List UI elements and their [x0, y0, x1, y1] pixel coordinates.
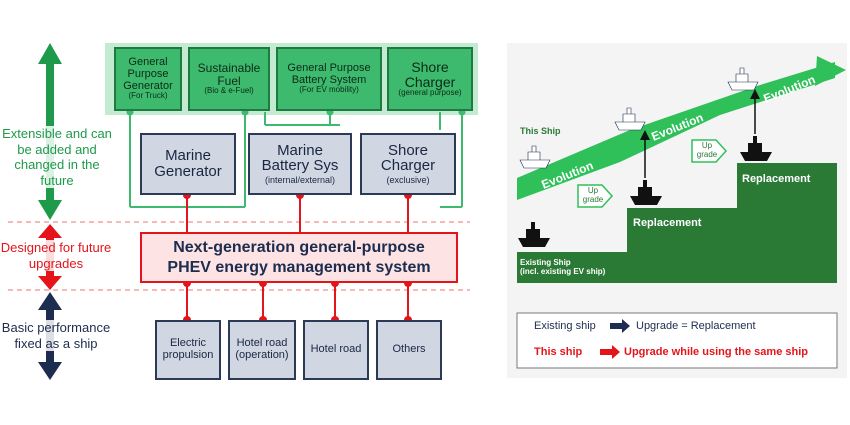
upgrade-label-1: Up grade: [582, 186, 604, 204]
staircase-existing-path: [517, 163, 837, 283]
module-title: Marine Generator: [154, 147, 222, 180]
legend-box: [516, 312, 838, 369]
core-line-1: Next-generation general-purpose: [173, 238, 425, 256]
evolution-arrow-head: [815, 56, 846, 86]
module-shore-charger-exclusive: Shore Charger (exclusive): [360, 133, 456, 195]
this-ship-label: This Ship: [520, 126, 561, 136]
module-subtitle: (For Truck): [128, 91, 168, 101]
legend-row1-text: Upgrade = Replacement: [636, 320, 756, 332]
existing-ship-icons: [518, 136, 772, 247]
module-subtitle: (Bio & e-Fuel): [204, 86, 254, 96]
module-shore-charger-general: Shore Charger (general purpose): [387, 47, 473, 111]
core-line-2: PHEV energy management system: [167, 258, 431, 276]
label-extensible: Extensible and can be added and changed …: [2, 126, 112, 189]
existing-ship-subtitle: (incl. existing EV ship): [520, 267, 606, 277]
upgrade-callouts: [577, 139, 728, 208]
module-subtitle: (For EV mobility): [299, 85, 359, 95]
module-title: Hotel road (operation): [235, 337, 289, 361]
replacement-label-2: Replacement: [742, 173, 811, 185]
module-subtitle: (internal/external): [264, 175, 336, 186]
existing-ship-label: Existing Ship (incl. existing EV ship): [520, 258, 605, 276]
module-general-purpose-generator: General Purpose Generator (For Truck): [114, 47, 182, 111]
module-title: Sustainable Fuel: [197, 61, 261, 88]
module-general-purpose-battery: General Purpose Battery System (For EV m…: [276, 47, 382, 111]
legend-row1-label: Existing ship: [534, 320, 596, 332]
legend-red-arrow-icon: [600, 345, 620, 359]
module-hotel-road-operation: Hotel road (operation): [228, 320, 296, 380]
module-title: General Purpose Battery System: [287, 62, 371, 86]
module-title: Shore Charger: [380, 141, 436, 175]
module-sustainable-fuel: Sustainable Fuel (Bio & e-Fuel): [188, 47, 270, 111]
label-basic: Basic performance fixed as a ship: [0, 320, 112, 352]
upgrade-arrow-heads: [640, 89, 760, 140]
module-others: Others: [376, 320, 442, 380]
module-title: Others: [392, 343, 426, 356]
module-subtitle: (exclusive): [386, 175, 430, 186]
module-subtitle: (general purpose): [398, 88, 462, 98]
existing-ship-title: Existing Ship: [520, 258, 571, 267]
this-ship-icons: [519, 67, 759, 169]
upgrade-label-2: Up grade: [696, 141, 718, 159]
module-electric-propulsion: Electric propulsion: [155, 320, 221, 380]
legend-row2-text: Upgrade while using the same ship: [624, 346, 808, 358]
module-marine-generator: Marine Generator: [140, 133, 236, 195]
module-title: Hotel road: [310, 343, 362, 356]
module-marine-battery: Marine Battery Sys (internal/external): [248, 133, 352, 195]
red-connectors: [186, 195, 409, 320]
replacement-label-1: Replacement: [633, 217, 702, 229]
module-hotel-road: Hotel road: [303, 320, 369, 380]
module-title: Marine Battery Sys: [261, 141, 339, 175]
core-energy-management-system: Next-generation general-purpose PHEV ene…: [140, 232, 458, 283]
module-title: Electric propulsion: [162, 337, 214, 361]
module-title: Shore Charger: [404, 59, 456, 90]
upgrade-arrows: [644, 97, 756, 178]
module-title: General Purpose Generator: [123, 56, 173, 92]
legend-navy-arrow-icon: [610, 319, 630, 333]
label-designed: Designed for future upgrades: [0, 240, 112, 272]
legend-row2-label: This ship: [534, 346, 583, 358]
